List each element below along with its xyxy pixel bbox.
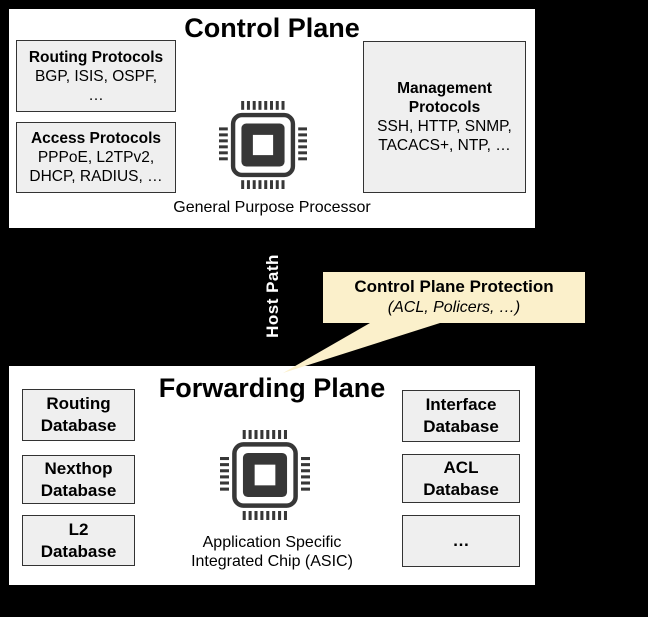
access-protocols-line: DHCP, RADIUS, … (29, 168, 163, 185)
l2-database-box: L2 Database (22, 515, 135, 566)
interface-database-label: Database (423, 417, 499, 436)
access-protocols-title: Access Protocols (30, 130, 162, 147)
forwarding-plane-panel: Forwarding Plane Routing Database Nextho… (9, 366, 535, 585)
management-protocols-box: Management Protocols SSH, HTTP, SNMP, TA… (363, 41, 526, 193)
routing-database-label: Routing (46, 394, 111, 413)
management-protocols-line: SSH, HTTP, SNMP, (377, 118, 512, 135)
l2-database-label: Database (40, 541, 117, 561)
interface-database-box: Interface Database (402, 390, 520, 442)
host-path-label: Host Path (263, 254, 282, 338)
more-databases-box: … (402, 515, 520, 567)
control-plane-protection-callout: Control Plane Protection (ACL, Policers,… (323, 272, 585, 323)
callout-title: Control Plane Protection (354, 277, 554, 296)
forwarding-plane-title: Forwarding Plane (158, 373, 386, 403)
access-protocols-box: Access Protocols PPPoE, L2TPv2, DHCP, RA… (16, 122, 176, 193)
control-plane-panel: Control Plane Routing Protocols BGP, ISI… (9, 9, 535, 228)
routing-protocols-title: Routing Protocols (28, 48, 164, 66)
l2-database-label: L2 (68, 519, 89, 539)
callout-subtitle: (ACL, Policers, …) (387, 299, 521, 316)
more-databases-label: … (452, 531, 470, 550)
asic-chip-icon (220, 430, 310, 520)
nexthop-database-label: Database (40, 480, 117, 500)
processor-chip-icon (219, 101, 307, 189)
asic-label: Application Specific Integrated Chip (AS… (9, 533, 535, 571)
acl-database-box: ACL Database (402, 454, 520, 503)
general-purpose-processor-label: General Purpose Processor (173, 199, 371, 216)
routing-protocols-line: … (88, 86, 104, 104)
management-protocols-title: Protocols (408, 99, 481, 116)
acl-database-label: ACL (443, 457, 479, 477)
routing-protocols-box: Routing Protocols BGP, ISIS, OSPF, … (16, 40, 176, 112)
routing-database-box: Routing Database (22, 389, 135, 441)
management-protocols-line: TACACS+, NTP, … (378, 137, 511, 154)
acl-database-label: Database (423, 479, 499, 499)
management-protocols-title: Management (397, 80, 492, 97)
asic-label-line: Integrated Chip (ASIC) (191, 553, 353, 570)
interface-database-label: Interface (425, 395, 497, 414)
nexthop-database-box: Nexthop Database (22, 455, 135, 504)
nexthop-database-label: Nexthop (44, 458, 113, 478)
control-plane-title: Control Plane (184, 13, 360, 43)
access-protocols-line: PPPoE, L2TPv2, (37, 149, 155, 166)
routing-protocols-line: BGP, ISIS, OSPF, (34, 67, 158, 85)
asic-label-line: Application Specific (202, 534, 342, 551)
routing-database-label: Database (40, 416, 117, 435)
